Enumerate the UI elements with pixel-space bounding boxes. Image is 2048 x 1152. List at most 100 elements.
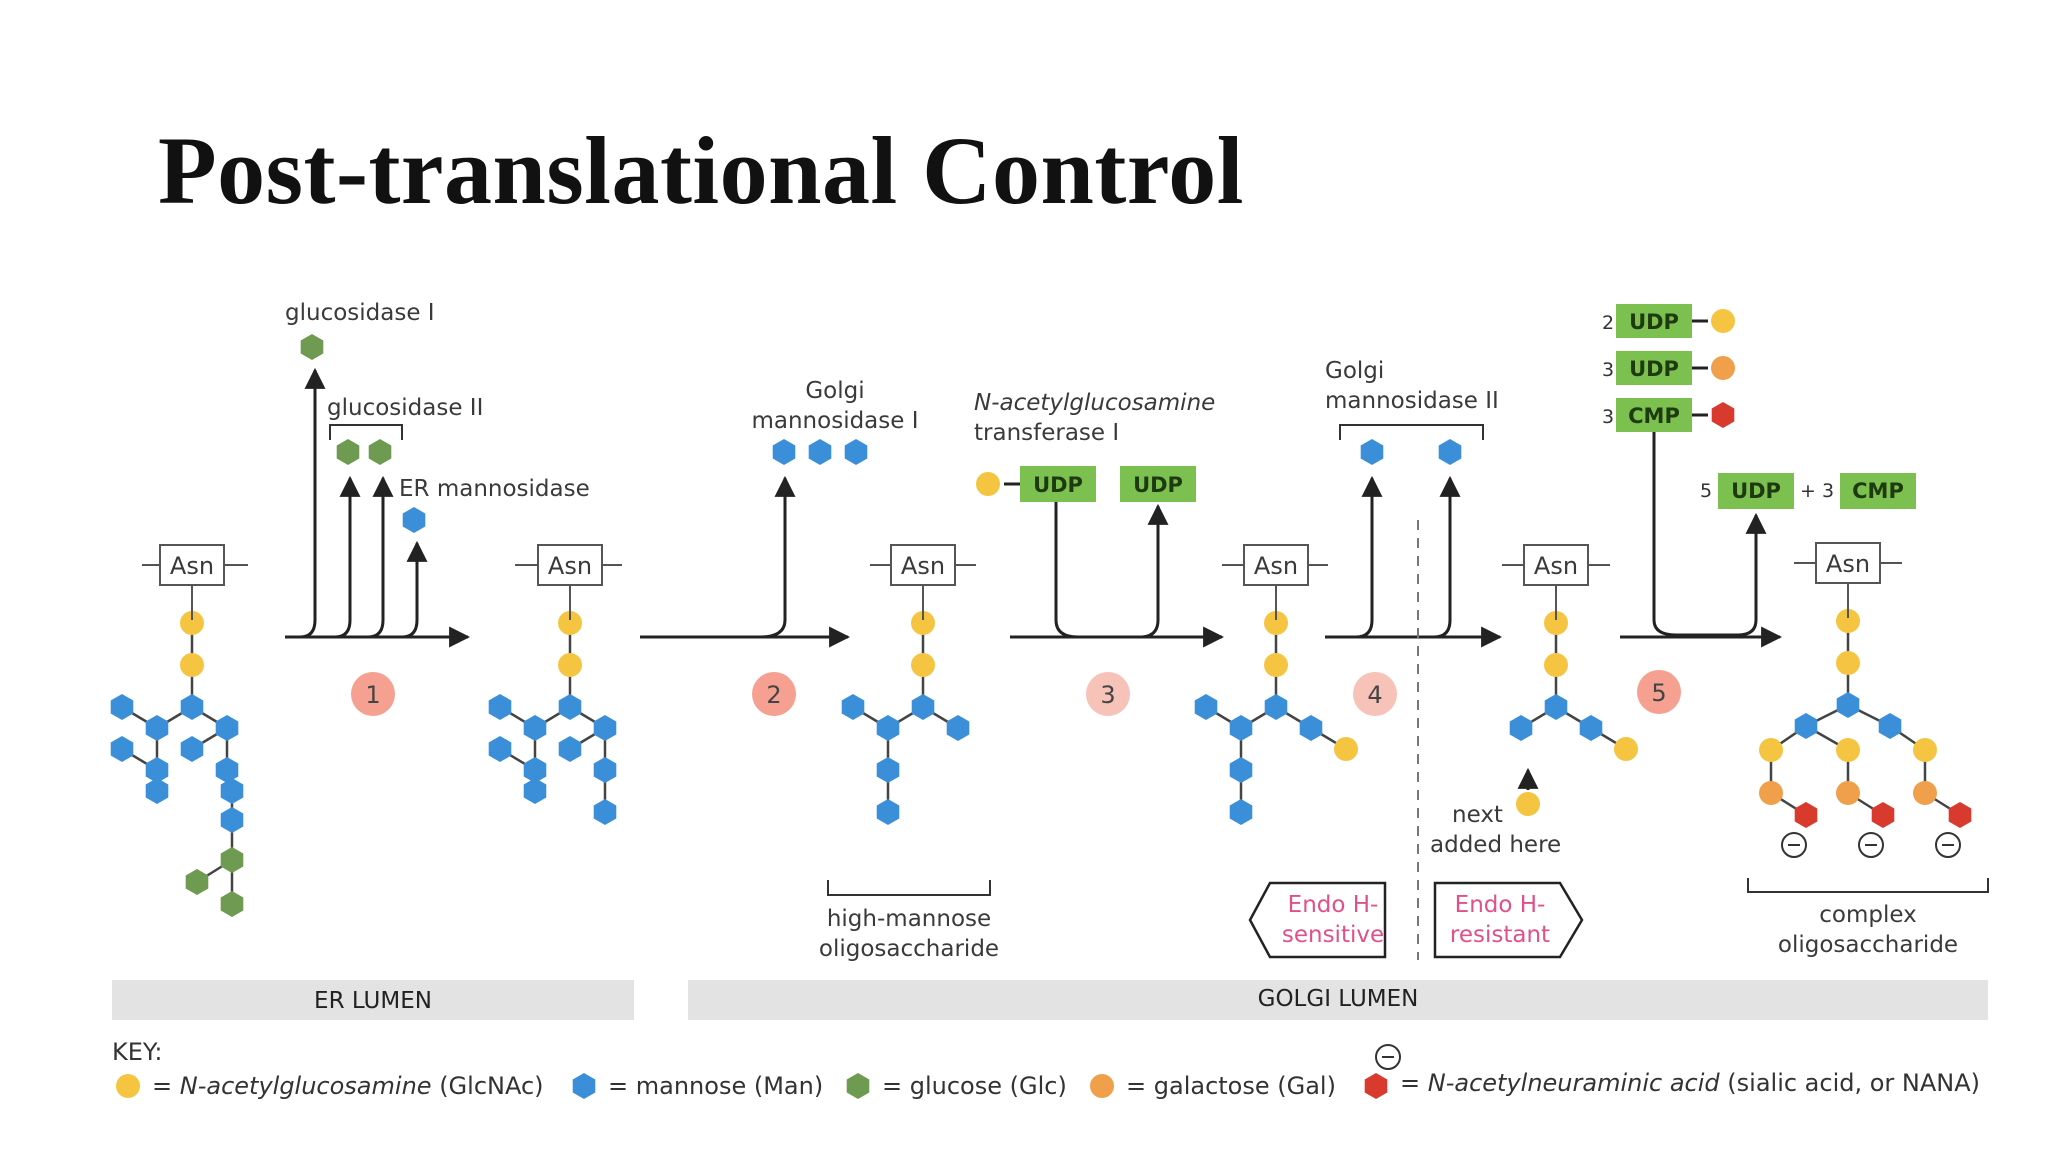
mannose-icon	[772, 439, 796, 465]
step-2-marker: 2	[752, 672, 796, 716]
high-mannose-label: high-mannose	[827, 906, 991, 932]
mannose-icon	[841, 694, 865, 720]
svg-text:GOLGI LUMEN: GOLGI LUMEN	[1258, 986, 1419, 1012]
sugar-residues	[110, 309, 1972, 917]
svg-text:UDP: UDP	[1133, 473, 1183, 497]
glucose-icon	[300, 334, 324, 360]
donor-row: 3 CMP	[1602, 398, 1708, 432]
glucose-icon	[220, 847, 244, 873]
glcnac-icon	[180, 653, 204, 677]
glcnac-icon	[1711, 309, 1735, 333]
nana-icon	[1794, 802, 1818, 828]
glcnac-icon	[1836, 738, 1860, 762]
svg-text:2: 2	[766, 681, 781, 709]
svg-text:Asn: Asn	[170, 552, 214, 580]
next-added-label: next	[1452, 802, 1503, 828]
mannose-icon	[145, 778, 169, 804]
glcnac-icon	[1913, 738, 1937, 762]
mannose-icon	[145, 757, 169, 783]
asn-box: Asn	[1502, 544, 1610, 620]
mannose-icon	[145, 715, 169, 741]
glucose-icon	[220, 891, 244, 917]
mannose-icon	[110, 694, 134, 720]
mannose-icon	[876, 799, 900, 825]
mannose-icon	[523, 715, 547, 741]
key-item-mannose: = mannose (Man)	[608, 1072, 823, 1100]
galactose-icon	[1913, 781, 1937, 805]
glcnac-icon	[1836, 651, 1860, 675]
enzyme-glcnac-transferase-label: transferase I	[974, 420, 1119, 446]
reaction-arrows	[285, 367, 1783, 648]
enzyme-er-mannosidase-label: ER mannosidase	[399, 476, 590, 502]
mannose-icon	[1194, 694, 1218, 720]
step-5-marker: 5	[1637, 670, 1681, 714]
svg-text:3: 3	[1602, 406, 1614, 428]
nana-icon	[1871, 802, 1895, 828]
glcnac-icon	[1759, 738, 1783, 762]
svg-text:UDP: UDP	[1033, 473, 1083, 497]
mannose-icon	[220, 807, 244, 833]
svg-text:UDP: UDP	[1731, 479, 1781, 503]
slide-title: Post-translational Control	[158, 117, 1244, 224]
glcnac-icon	[1334, 737, 1358, 761]
key-item-nana: = N-acetylneuraminic acid (sialic acid, …	[1400, 1069, 1980, 1097]
svg-text:Asn: Asn	[901, 552, 945, 580]
glcnac-icon	[180, 611, 204, 635]
udp-box: UDP	[1020, 466, 1096, 502]
svg-text:5: 5	[1651, 679, 1666, 707]
asn-box: Asn	[1794, 542, 1902, 618]
svg-text:CMP: CMP	[1628, 404, 1680, 428]
svg-text:sensitive: sensitive	[1282, 922, 1384, 948]
mannose-icon	[558, 736, 582, 762]
endo-h-sensitive-tag: Endo H- sensitive	[1248, 881, 1387, 959]
mannose-icon	[1264, 694, 1288, 720]
galactose-icon	[1836, 781, 1860, 805]
mannose-icon	[488, 694, 512, 720]
nana-icon	[1364, 1073, 1388, 1099]
galactose-icon	[1090, 1074, 1114, 1098]
mannose-icon	[558, 694, 582, 720]
mannose-icon	[844, 439, 868, 465]
glucose-icon	[368, 439, 392, 465]
svg-text:CMP: CMP	[1852, 479, 1904, 503]
nana-icon	[1711, 402, 1735, 428]
enzyme-golgi-mannosidase-2-label: Golgi	[1325, 358, 1384, 384]
glcnac-icon	[911, 653, 935, 677]
svg-text:1: 1	[365, 681, 380, 709]
glycosidic-bonds	[121, 621, 1961, 904]
svg-text:ER LUMEN: ER LUMEN	[314, 988, 432, 1014]
mannose-icon	[808, 439, 832, 465]
svg-text:3: 3	[1602, 359, 1614, 381]
enzyme-glcnac-transferase-label: N-acetylglucosamine	[974, 390, 1215, 416]
mannose-icon	[593, 715, 617, 741]
step-1-marker: 1	[351, 672, 395, 716]
svg-text:4: 4	[1367, 681, 1382, 709]
mannose-icon	[1509, 715, 1533, 741]
mannose-icon	[488, 736, 512, 762]
mannose-icon	[523, 757, 547, 783]
mannose-icon	[1878, 713, 1902, 739]
nana-icon	[1948, 802, 1972, 828]
golgi-lumen-bar: GOLGI LUMEN	[688, 980, 1988, 1020]
udp-box: UDP	[1120, 466, 1196, 502]
key-item-glucose: = glucose (Glc)	[882, 1072, 1067, 1100]
mannose-icon	[1360, 439, 1384, 465]
mannose-icon	[1229, 799, 1253, 825]
svg-text:resistant: resistant	[1450, 922, 1550, 948]
mannose-icon	[876, 715, 900, 741]
mannose-icon	[1836, 692, 1860, 718]
mannose-icon	[1299, 715, 1323, 741]
glcnac-icon	[1836, 609, 1860, 633]
mannose-icon	[1229, 715, 1253, 741]
svg-text:Endo H-: Endo H-	[1288, 892, 1379, 918]
mannose-icon	[572, 1073, 596, 1099]
glucose-icon	[846, 1073, 870, 1099]
step-4-marker: 4	[1353, 672, 1397, 716]
glcnac-icon	[116, 1074, 140, 1098]
mannose-icon	[402, 507, 426, 533]
enzyme-golgi-mannosidase-2-label: mannosidase II	[1325, 388, 1499, 414]
enzyme-golgi-mannosidase-1-label: mannosidase I	[751, 408, 918, 434]
next-added-label: added here	[1430, 832, 1561, 858]
mannose-icon	[523, 778, 547, 804]
